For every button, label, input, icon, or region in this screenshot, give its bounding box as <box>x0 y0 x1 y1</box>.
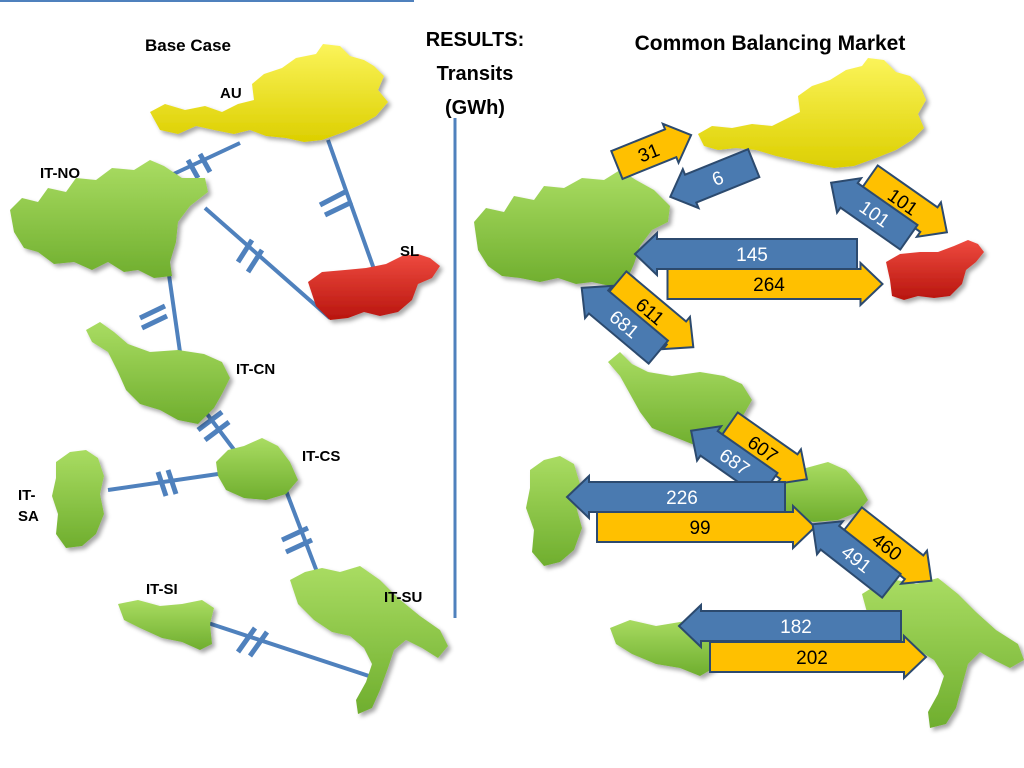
flow-arrow-it-su-to-it-si: 182 <box>677 602 902 650</box>
flow-arrow-it-sa-to-it-cs: 99 <box>596 503 817 551</box>
it-si-shape <box>118 600 214 650</box>
flow-arrow-it-no-to-sl: 264 <box>666 260 884 308</box>
link-it-cs-it-su <box>283 487 324 586</box>
it-no-shape <box>10 160 208 278</box>
flow-value-it-sa-to-it-cs: 99 <box>689 518 710 539</box>
cbm-panel: Common Balancing Market 3161011011452646… <box>474 32 1024 728</box>
label-it-no: IT-NO <box>40 165 80 182</box>
flow-arrow-it-cs-to-it-sa: 226 <box>565 473 786 521</box>
flow-arrow-au-to-it-no: 6 <box>668 147 761 210</box>
flow-value-it-no-to-sl: 264 <box>753 275 785 296</box>
flow-arrow-shape <box>609 121 693 181</box>
cbm-it-no-shape <box>474 170 670 286</box>
flow-arrow-it-su-to-it-cs: 491 <box>811 519 903 600</box>
flow-arrow-shape <box>677 602 902 650</box>
cbm-title: Common Balancing Market <box>635 32 906 55</box>
link-it-no-sl <box>203 206 332 320</box>
flow-arrow-shape <box>565 473 786 521</box>
it-su-shape <box>290 566 448 714</box>
flow-value-it-su-to-it-si: 182 <box>780 617 812 638</box>
label-it-cs: IT-CS <box>302 448 340 465</box>
label-it-sa-line1: IT- <box>18 487 36 504</box>
cbm-slovenia-shape <box>886 240 984 300</box>
label-au: AU <box>220 85 242 102</box>
it-sa-shape <box>52 450 104 548</box>
austria-shape <box>150 44 388 142</box>
flow-arrow-it-cn-to-it-no: 681 <box>580 284 670 366</box>
flow-arrow-shape <box>689 424 779 499</box>
flow-arrow-shape <box>811 519 903 600</box>
label-it-sa-line2: SA <box>18 508 39 525</box>
it-cs-shape <box>216 438 298 500</box>
flow-arrow-it-si-to-it-su: 202 <box>709 633 928 681</box>
flow-arrow-sl-to-it-no: 145 <box>633 230 858 278</box>
cbm-it-su-shape <box>862 578 1024 728</box>
base-case-title: Base Case <box>145 36 231 55</box>
flow-arrow-shape <box>668 147 761 210</box>
label-it-su: IT-SU <box>384 589 422 606</box>
results-line-3: (GWh) <box>445 97 505 119</box>
flow-arrows: 3161011011452646116816076872269946049118… <box>565 121 949 681</box>
label-it-cn: IT-CN <box>236 361 275 378</box>
cbm-it-cn-shape <box>608 352 752 448</box>
flow-value-sl-to-it-no: 145 <box>736 245 768 266</box>
results-line-1: RESULTS: <box>426 29 525 51</box>
flow-arrow-shape <box>829 176 919 251</box>
flow-value-it-cs-to-it-sa: 226 <box>666 488 698 509</box>
flow-arrow-it-no-to-au: 31 <box>609 121 693 181</box>
slovenia-shape <box>308 254 440 320</box>
results-heading: RESULTS: Transits (GWh) <box>426 29 525 119</box>
flow-arrow-shape <box>580 284 670 366</box>
results-line-2: Transits <box>437 63 514 85</box>
base-case-panel: Base Case AU IT-NO SL IT-CN IT-CS IT- SA… <box>10 36 448 714</box>
base-case-link-markers <box>138 152 354 658</box>
link-it-si-it-su <box>204 620 376 680</box>
it-cn-shape <box>86 322 230 424</box>
flow-arrow-shape <box>633 230 858 278</box>
label-sl: SL <box>400 243 419 260</box>
flow-arrow-shape <box>709 633 928 681</box>
link-au-sl <box>326 139 377 273</box>
cbm-it-sa-shape <box>526 456 582 566</box>
flow-arrow-shape <box>596 503 817 551</box>
cbm-austria-shape <box>698 58 926 168</box>
flow-arrow-it-cs-to-it-cn: 687 <box>689 424 779 499</box>
link-it-no-it-cn <box>166 267 182 353</box>
label-it-si: IT-SI <box>146 581 178 598</box>
flow-arrow-shape <box>666 260 884 308</box>
flow-value-it-si-to-it-su: 202 <box>796 648 828 669</box>
